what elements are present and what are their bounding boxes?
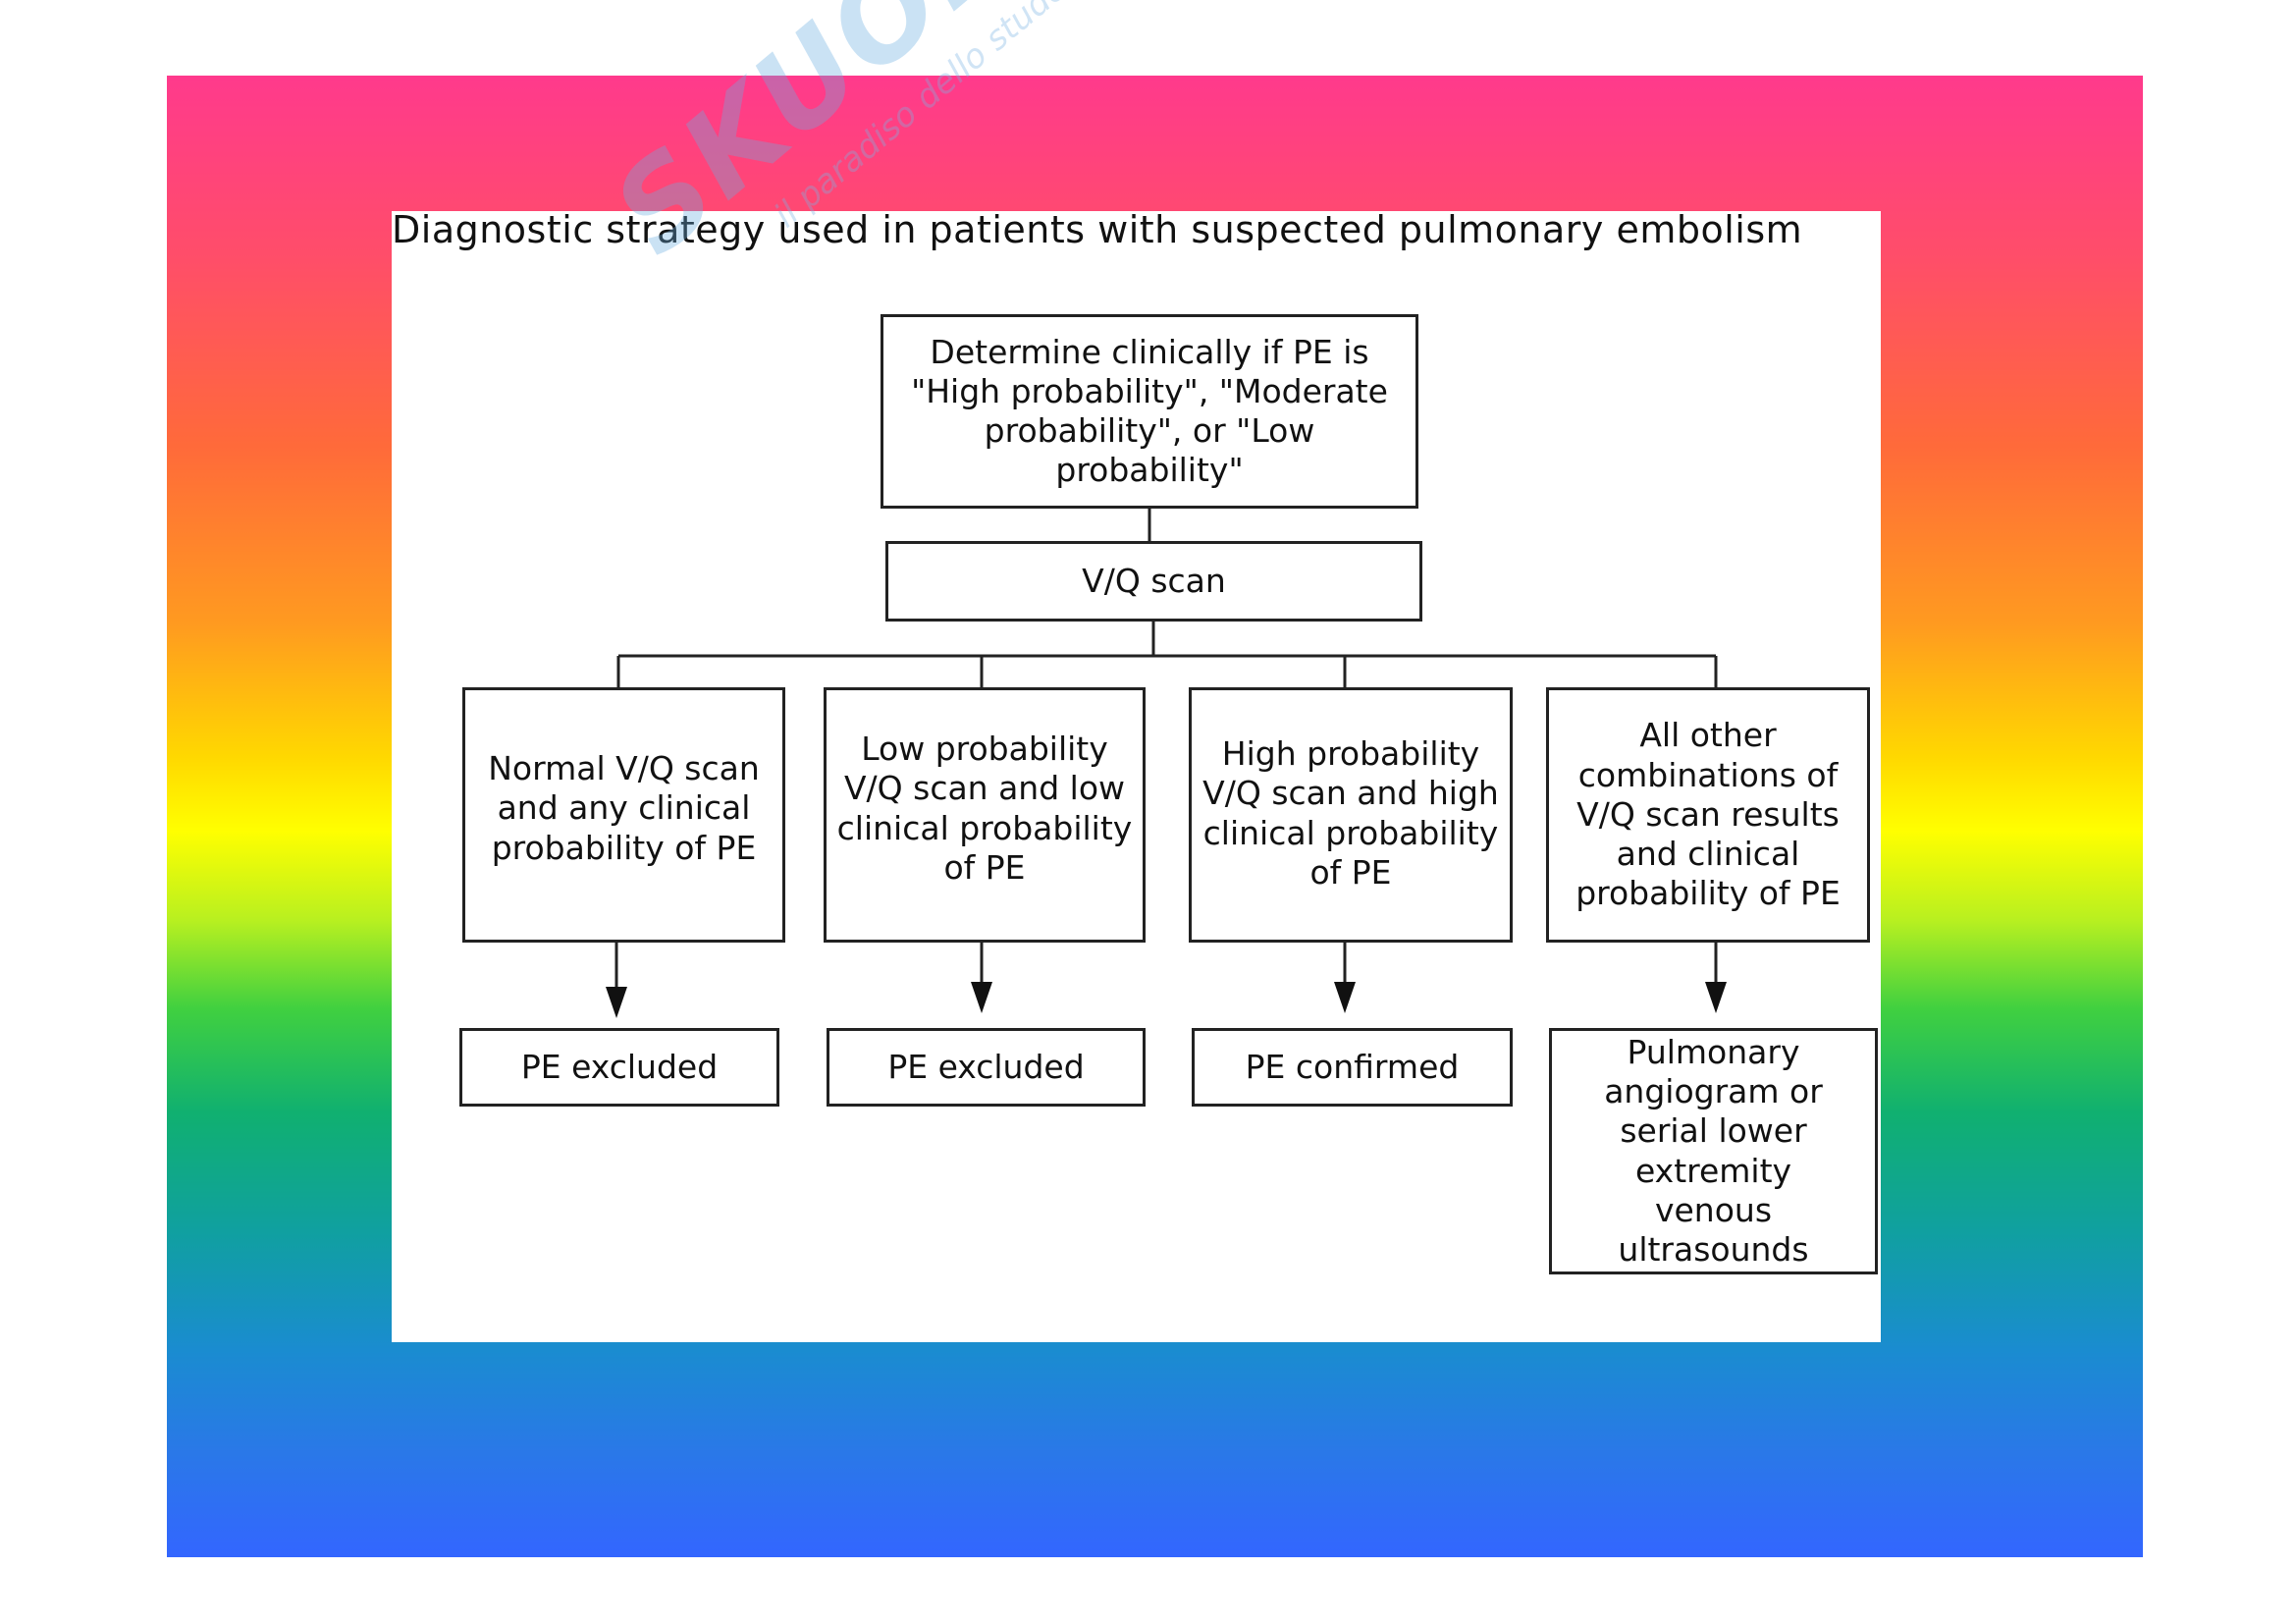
- node-further-testing: Pulmonary angiogram or serial lower extr…: [1549, 1028, 1878, 1274]
- node-pe-confirmed: PE confirmed: [1192, 1028, 1513, 1107]
- arrow-head-4: [1705, 982, 1727, 1013]
- node-low-probability: Low probability V/Q scan and low clinica…: [824, 687, 1146, 943]
- arrow-head-3: [1334, 982, 1356, 1013]
- node-vq-scan: V/Q scan: [885, 541, 1422, 622]
- node-pe-excluded-2: PE excluded: [827, 1028, 1146, 1107]
- node-pe-excluded-1: PE excluded: [459, 1028, 779, 1107]
- node-other-combinations: All other combinations of V/Q scan resul…: [1546, 687, 1870, 943]
- arrow-head-1: [606, 987, 627, 1018]
- node-normal-vq: Normal V/Q scan and any clinical probabi…: [462, 687, 785, 943]
- node-high-probability: High probability V/Q scan and high clini…: [1189, 687, 1513, 943]
- arrow-head-2: [971, 982, 992, 1013]
- diagram-title: Diagnostic strategy used in patients wit…: [392, 208, 1803, 251]
- node-clinical-probability: Determine clinically if PE is "High prob…: [881, 314, 1418, 509]
